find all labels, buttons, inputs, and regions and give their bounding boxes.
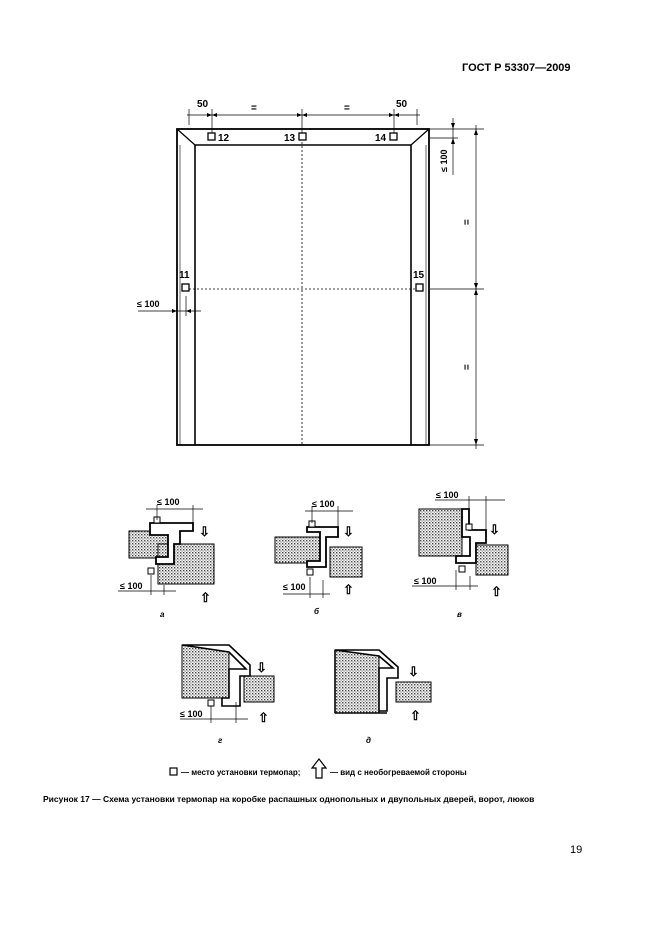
arrow-down-icon: ⇩ <box>256 660 267 675</box>
thermocouple-marker <box>389 132 398 141</box>
detail-v <box>412 496 509 590</box>
detail-g <box>180 644 275 723</box>
dim-label: = <box>462 219 473 225</box>
legend-arrow-text: — вид с необогреваемой стороны <box>330 768 467 777</box>
dim-label: ≤ 100 <box>137 299 159 309</box>
door-frame-drawing <box>138 109 484 449</box>
dim-label: ≤ 100 <box>120 581 142 591</box>
arrow-up-icon: ⇧ <box>410 708 421 723</box>
arrow-down-icon: ⇩ <box>489 522 500 537</box>
page-number: 19 <box>570 844 583 856</box>
dim-label: = <box>251 103 257 114</box>
thermocouple-square-icon <box>169 767 178 776</box>
dim-label: ≤ 100 <box>180 709 202 719</box>
dim-label: 50 <box>396 99 408 110</box>
figure-caption: Рисунок 17 — Схема установки термопар на… <box>43 794 535 804</box>
dim-label: ≤ 100 <box>312 499 334 509</box>
point-label: 12 <box>218 133 230 144</box>
dim-label: 50 <box>197 99 209 110</box>
arrow-up-legend-icon <box>310 758 328 779</box>
legend-square-text: — место установки термопар; <box>181 768 300 777</box>
thermocouple-marker <box>181 283 190 292</box>
arrow-up-icon: ⇧ <box>343 582 354 597</box>
detail-d <box>334 649 432 714</box>
point-label: 14 <box>375 133 387 144</box>
dim-label: ≤ 100 <box>157 497 179 507</box>
thermocouple-marker <box>415 283 424 292</box>
dim-label: ≤ 100 <box>439 150 449 172</box>
point-label: 11 <box>179 270 190 281</box>
detail-a <box>118 505 215 595</box>
arrow-up-icon: ⇧ <box>200 590 211 605</box>
arrow-up-icon: ⇧ <box>258 710 269 725</box>
detail-b <box>274 506 363 598</box>
arrow-down-icon: ⇩ <box>199 524 210 539</box>
arrow-down-icon: ⇩ <box>408 664 419 679</box>
detail-label: г <box>218 736 223 745</box>
dim-label: ≤ 100 <box>283 582 305 592</box>
detail-label: б <box>314 607 320 616</box>
dim-label: ≤ 100 <box>436 490 458 500</box>
arrow-up-icon: ⇧ <box>491 584 502 599</box>
thermocouple-marker <box>207 132 216 141</box>
point-label: 13 <box>284 133 296 144</box>
point-label: 15 <box>413 270 425 281</box>
detail-label: д <box>366 736 371 745</box>
detail-label: а <box>160 610 165 619</box>
dim-label: ≤ 100 <box>414 576 436 586</box>
thermocouple-marker <box>298 132 307 141</box>
dim-label: = <box>344 103 350 114</box>
detail-label: в <box>457 610 462 619</box>
document-header: ГОСТ Р 53307—2009 <box>462 62 571 74</box>
dim-label: = <box>462 364 473 370</box>
arrow-down-icon: ⇩ <box>343 524 354 539</box>
